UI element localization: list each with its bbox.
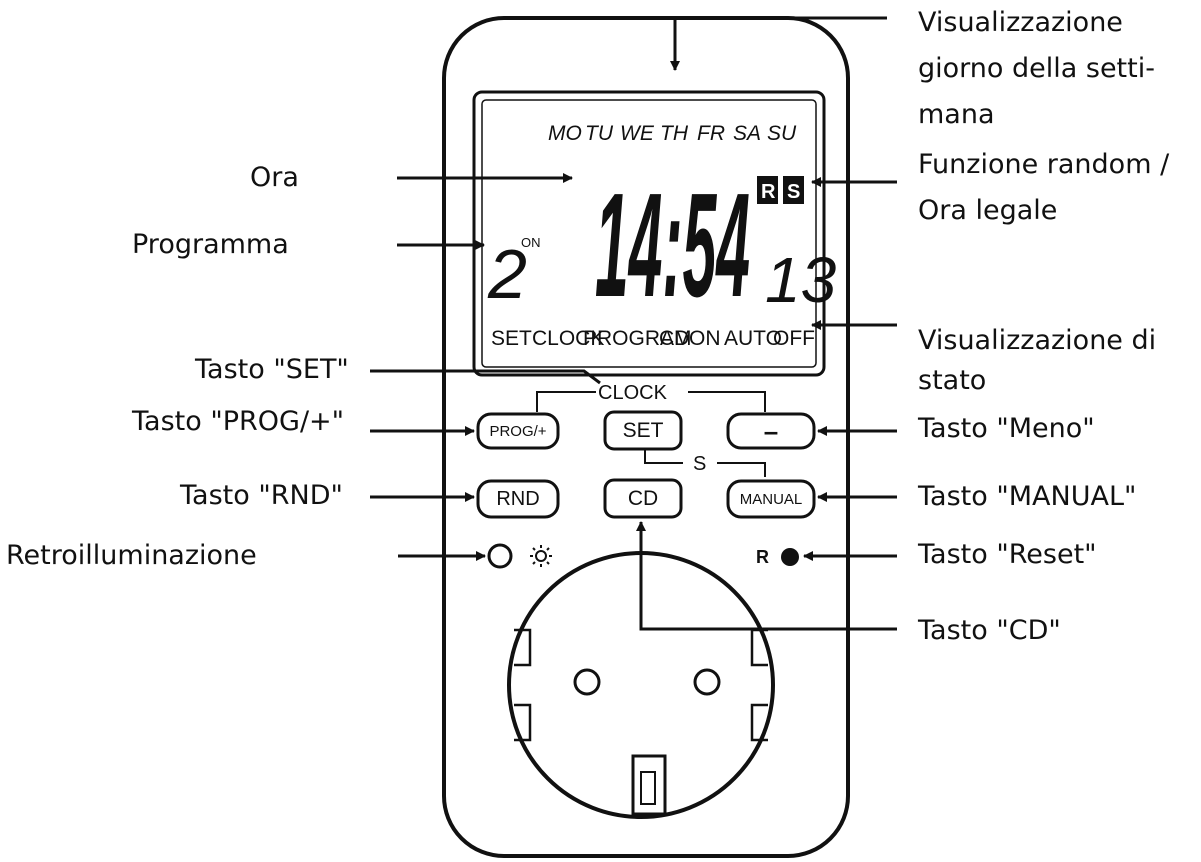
reset-button: [781, 548, 799, 566]
label-stato-1: Visualizzazione di: [918, 325, 1157, 356]
label-random-1: Funzione random /: [918, 149, 1170, 180]
clock-bracket: [536, 391, 596, 412]
label-giorno-1: Visualizzazione: [918, 7, 1123, 38]
label-tasto-cd: Tasto "CD": [918, 615, 1061, 646]
socket-hole-right: [693, 668, 721, 696]
label-tasto-rnd: Tasto "RND": [180, 480, 343, 511]
day-fr: FR: [697, 122, 725, 145]
day-we: WE: [620, 122, 655, 145]
device-housing: [442, 16, 850, 858]
cd-button-shape: [603, 478, 683, 519]
status-off: OFF: [773, 327, 815, 350]
dst-indicator: S: [787, 181, 800, 203]
label-giorno-3: mana: [918, 99, 995, 130]
status-program: PROGRAM: [583, 327, 692, 350]
arrow-set: [370, 369, 601, 385]
manual-button-shape: [726, 479, 816, 519]
status-set: SET: [491, 327, 532, 350]
clock-bracket-right: [688, 391, 766, 412]
minus-button-shape: [726, 412, 816, 450]
rnd-button[interactable]: RND: [478, 481, 558, 517]
lcd-seconds: 13: [765, 244, 837, 316]
label-tasto-meno: Tasto "Meno": [918, 413, 1095, 444]
socket-notch-left-bottom: [514, 703, 532, 742]
label-tasto-manual: Tasto "MANUAL": [918, 481, 1137, 512]
lcd-inner: [481, 99, 817, 368]
lcd-program-state: ON: [521, 235, 541, 250]
lcd-time: 14:54: [595, 163, 750, 328]
rnd-button-shape: [476, 479, 560, 519]
callout-arrows: [370, 16, 897, 631]
set-button-shape: [603, 410, 683, 451]
lcd-status-row: SET CLOCK PROGRAM CD ON AUTO OFF: [491, 327, 815, 350]
prog-plus-button[interactable]: PROG/+: [478, 414, 558, 448]
status-clock: CLOCK: [532, 327, 604, 350]
label-tasto-prog: Tasto "PROG/+": [132, 406, 345, 437]
reset-label: R: [756, 547, 769, 567]
random-indicator: R: [761, 181, 776, 203]
lcd-frame: [472, 90, 826, 377]
label-programma: Programma: [132, 229, 289, 260]
day-mo: MO: [548, 122, 582, 145]
lcd-days: MO TU WE TH FR SA SU: [548, 122, 797, 145]
socket-ground-clip: [631, 754, 667, 816]
day-tu: TU: [585, 122, 614, 145]
lcd-program-number: 2: [487, 235, 527, 313]
sun-icon: [530, 545, 552, 567]
s-label: S: [693, 453, 706, 475]
s-bracket-right: [717, 462, 766, 477]
label-stato-2: stato: [918, 365, 987, 396]
label-giorno-2: giorno della setti-: [918, 53, 1155, 84]
prog-button-shape: [476, 412, 560, 450]
socket-hole-left: [573, 668, 601, 696]
s-bracket: [644, 449, 683, 464]
manual-button-label: MANUAL: [739, 490, 803, 508]
arrow-cd: [636, 521, 897, 631]
status-cd: CD: [659, 327, 689, 350]
socket-ground-clip-inner: [640, 771, 656, 805]
clock-label: CLOCK: [598, 382, 668, 404]
random-indicator-box: [757, 176, 778, 204]
day-su: SU: [767, 122, 797, 145]
prog-plus-button-label: PROG/+: [489, 422, 547, 440]
set-button-label: SET: [622, 418, 664, 442]
arrow-day: [670, 16, 887, 71]
status-auto: AUTO: [724, 327, 782, 350]
day-sa: SA: [733, 122, 761, 145]
cd-button[interactable]: CD: [605, 480, 681, 517]
status-on: ON: [689, 327, 721, 350]
manual-button[interactable]: MANUAL: [728, 481, 814, 517]
socket-notch-left-top: [514, 628, 532, 667]
label-tasto-set: Tasto "SET": [195, 354, 349, 385]
label-random-2: Ora legale: [918, 195, 1058, 226]
label-tasto-reset: Tasto "Reset": [918, 539, 1097, 570]
label-retroilluminazione: Retroilluminazione: [6, 540, 257, 571]
minus-button-label: –: [763, 415, 779, 446]
rnd-button-label: RND: [496, 487, 540, 510]
socket-notch-right-bottom: [750, 703, 768, 742]
set-button[interactable]: SET: [605, 412, 681, 449]
label-ora: Ora: [250, 162, 299, 193]
minus-button[interactable]: –: [728, 414, 814, 448]
day-th: TH: [660, 122, 689, 145]
cd-button-label: CD: [627, 486, 659, 510]
dst-indicator-box: [783, 176, 804, 204]
backlight-button: [487, 543, 513, 569]
